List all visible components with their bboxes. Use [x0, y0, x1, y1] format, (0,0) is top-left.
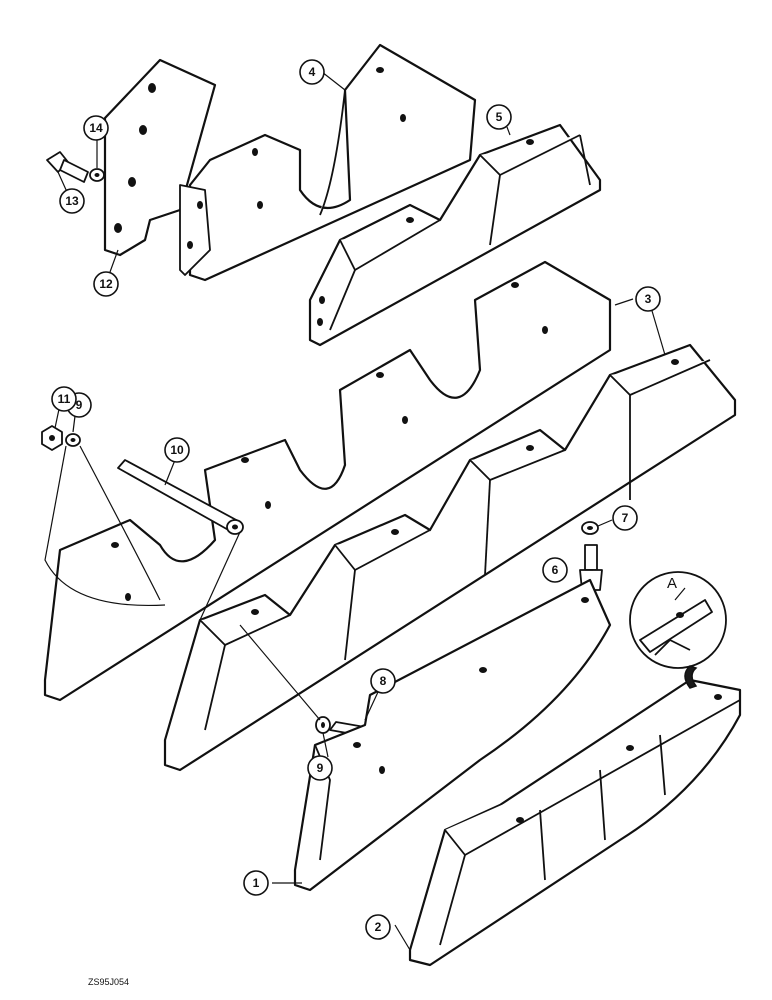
svg-text:10: 10	[170, 443, 184, 457]
part-7-washer	[581, 521, 599, 535]
part-5-upper-guide	[308, 123, 602, 347]
svg-text:7: 7	[622, 511, 629, 525]
svg-text:5: 5	[496, 110, 503, 124]
figure-reference: ZS95J054	[88, 977, 129, 987]
callout-6: 6	[542, 557, 568, 583]
svg-text:2: 2	[375, 920, 382, 934]
part-2-lower-guide	[408, 678, 742, 967]
svg-text:14: 14	[89, 121, 103, 135]
callout-5: 5	[486, 104, 512, 130]
part-9-washer-lower	[315, 716, 331, 734]
callout-4: 4	[299, 59, 325, 85]
part-3-front-rail	[163, 343, 737, 772]
svg-text:1: 1	[253, 876, 260, 890]
part-4-upper-rail	[188, 43, 477, 282]
callout-3: 3	[635, 286, 661, 312]
callout-8: 8	[370, 668, 396, 694]
detail-a-view: A	[629, 571, 727, 689]
part-9-washer-upper	[65, 433, 81, 447]
part-14-washer	[89, 168, 105, 182]
callout-12: 12	[93, 271, 119, 297]
svg-text:8: 8	[380, 674, 387, 688]
callout-11: 11	[51, 386, 77, 412]
part-13-bolt	[46, 151, 89, 183]
svg-text:12: 12	[99, 277, 113, 291]
callout-10: 10	[164, 437, 190, 463]
callout-13: 13	[59, 188, 85, 214]
svg-text:9: 9	[317, 761, 324, 775]
callout-9-lower: 9	[307, 755, 333, 781]
part-11-nut	[41, 425, 63, 451]
svg-text:3: 3	[645, 292, 652, 306]
part-10-pin	[117, 459, 244, 535]
svg-text:11: 11	[58, 392, 71, 406]
callout-2: 2	[365, 914, 391, 940]
svg-text:9: 9	[76, 398, 83, 412]
svg-text:4: 4	[309, 65, 316, 79]
callout-1: 1	[243, 870, 269, 896]
leader-lines	[44, 71, 666, 951]
callout-7: 7	[612, 505, 638, 531]
detail-a-label: A	[667, 575, 677, 592]
part-12-mounting-plate	[103, 58, 217, 276]
svg-text:13: 13	[65, 194, 79, 208]
part-3-rear-rail	[43, 260, 612, 702]
callout-14: 14	[83, 115, 109, 141]
svg-text:6: 6	[552, 563, 559, 577]
